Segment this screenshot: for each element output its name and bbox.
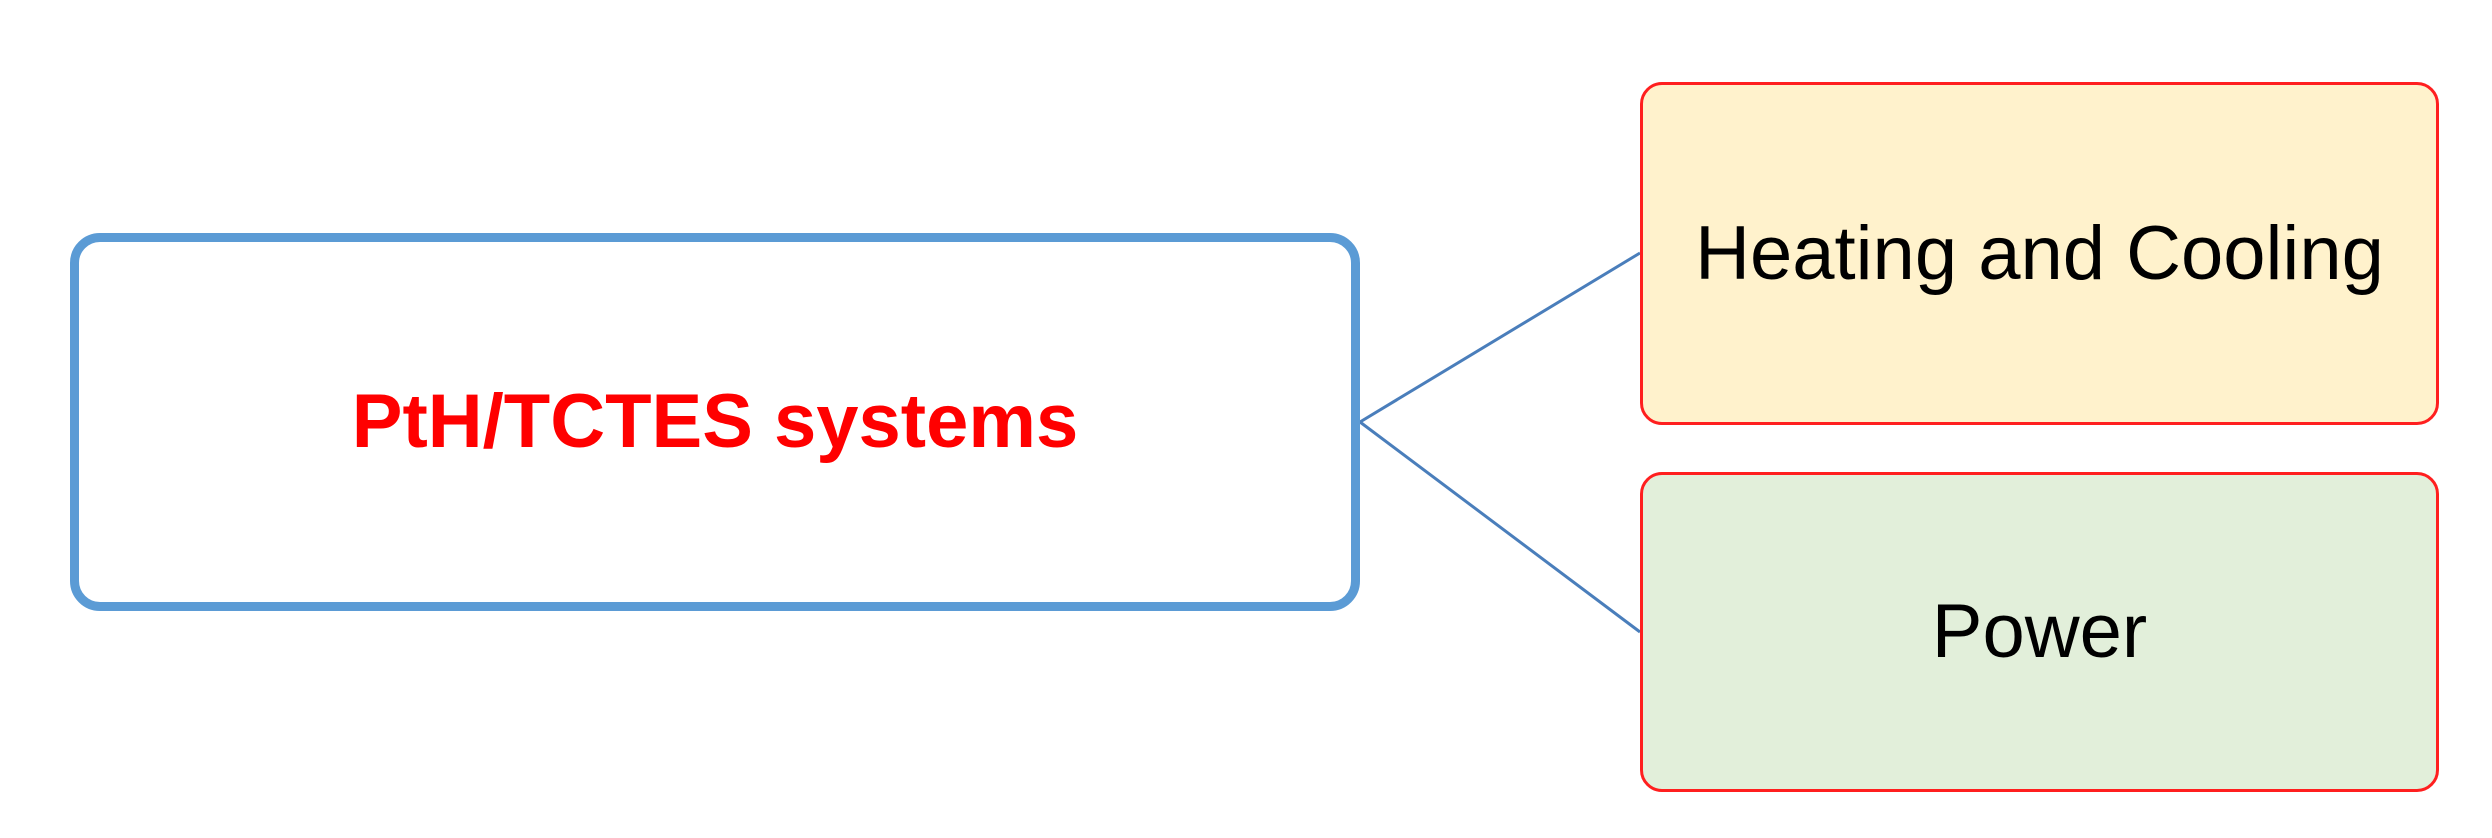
root-node: PtH/TCTES systems (70, 233, 1360, 611)
power-node: Power (1640, 472, 2439, 792)
heating-and-cooling-label: Heating and Cooling (1695, 210, 2384, 296)
power-label: Power (1931, 589, 2148, 675)
connector-to-power (1359, 420, 1641, 634)
heating-and-cooling-node: Heating and Cooling (1640, 82, 2439, 425)
root-node-label: PtH/TCTES systems (351, 379, 1079, 465)
connector-to-heating-and-cooling (1359, 251, 1641, 424)
